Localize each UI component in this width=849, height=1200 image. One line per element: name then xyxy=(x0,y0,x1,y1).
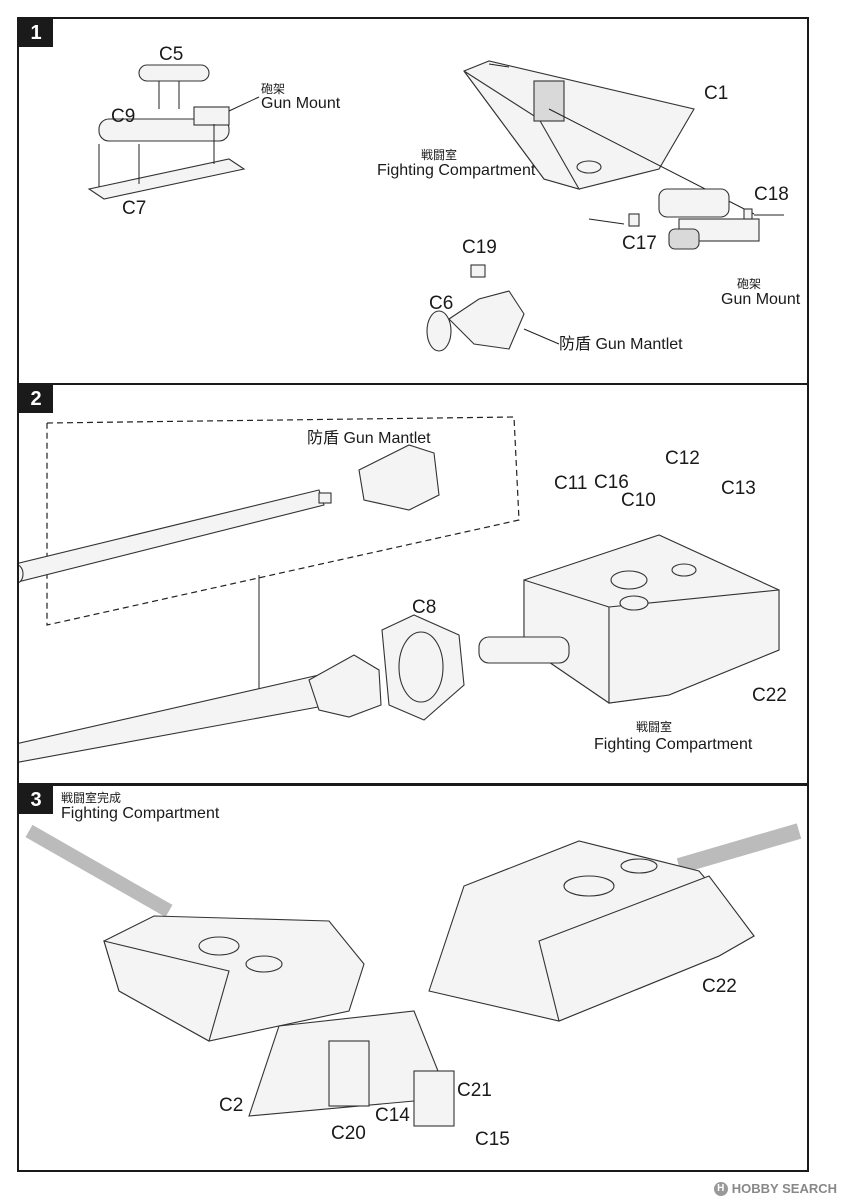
label-c7: C7 xyxy=(122,198,146,219)
label-c22-2: C22 xyxy=(752,685,787,706)
label-mantlet-2: 防盾 Gun Mantlet xyxy=(307,429,431,447)
label-c2: C2 xyxy=(219,1095,243,1116)
label-fighting-jp: 戦闘室 xyxy=(421,147,457,162)
hobby-search-logo-icon: H xyxy=(713,1181,728,1196)
step-2-panel: 2 防盾 Gun Mantlet C8 xyxy=(17,383,809,785)
step-3-panel: 3 戦闘室完成 Fighting Compartment C2 C20 C14 … xyxy=(17,784,809,1172)
label-c13: C13 xyxy=(721,478,756,499)
fighting-compartment-drawing xyxy=(463,60,784,250)
label-c8: C8 xyxy=(412,597,436,618)
step-2-badge: 2 xyxy=(19,385,53,413)
label-c10: C10 xyxy=(621,490,656,511)
label-done-jp: 戦闘室完成 xyxy=(61,790,121,805)
label-c20: C20 xyxy=(331,1123,366,1144)
label-fighting2-en: Fighting Compartment xyxy=(594,736,753,753)
step-3-badge: 3 xyxy=(19,786,53,814)
step-2-drawing: 防盾 Gun Mantlet C8 C11 C16 C10 C12 xyxy=(19,416,787,763)
gun-mantlet-drawing xyxy=(426,264,560,352)
assembled-right-drawing xyxy=(428,823,802,1022)
rear-plate-drawing xyxy=(248,1010,455,1127)
label-c15: C15 xyxy=(475,1129,510,1150)
label-c14: C14 xyxy=(375,1105,410,1126)
label-c17: C17 xyxy=(622,233,657,254)
label-mantlet-1: 防盾 Gun Mantlet xyxy=(559,335,683,353)
gun-barrel-lower-drawing xyxy=(19,614,465,763)
label-gun-mount2-en: Gun Mount xyxy=(721,291,801,308)
label-gun-mount-en: Gun Mount xyxy=(261,95,341,112)
label-c19: C19 xyxy=(462,237,497,258)
fighting-compartment-2-drawing xyxy=(478,534,780,705)
gun-barrel-upper-drawing xyxy=(19,444,440,584)
label-gun-mount-jp: 砲架 xyxy=(261,82,285,96)
gun-mount-left-drawing xyxy=(87,64,260,200)
label-c12: C12 xyxy=(665,448,700,469)
label-gun-mount2-jp: 砲架 xyxy=(737,277,761,291)
label-c21: C21 xyxy=(457,1080,492,1101)
step-3-drawing: 戦闘室完成 Fighting Compartment C2 C20 C14 C2… xyxy=(25,790,802,1150)
label-c16: C16 xyxy=(594,472,629,493)
step-1-drawing: C5 C9 C7 砲架 Gun Mount C1 xyxy=(87,44,801,353)
label-c1: C1 xyxy=(704,83,728,104)
step-1-badge: 1 xyxy=(19,19,53,47)
step-1-panel: 1 C5 C9 C7 砲架 Gun Mount xyxy=(17,17,809,387)
hobby-search-watermark: H HOBBY SEARCH xyxy=(713,1181,837,1196)
label-c9: C9 xyxy=(111,106,135,127)
label-fighting2-jp: 戦闘室 xyxy=(636,719,672,734)
label-c22-3: C22 xyxy=(702,976,737,997)
hobby-search-text: HOBBY SEARCH xyxy=(731,1181,837,1196)
label-fighting-en: Fighting Compartment xyxy=(377,162,536,179)
assembled-left-drawing xyxy=(25,824,365,1042)
label-c11: C11 xyxy=(554,473,587,494)
label-c18: C18 xyxy=(754,184,789,205)
label-c6: C6 xyxy=(429,293,453,314)
label-done-en: Fighting Compartment xyxy=(61,805,220,822)
label-c5: C5 xyxy=(159,44,183,65)
